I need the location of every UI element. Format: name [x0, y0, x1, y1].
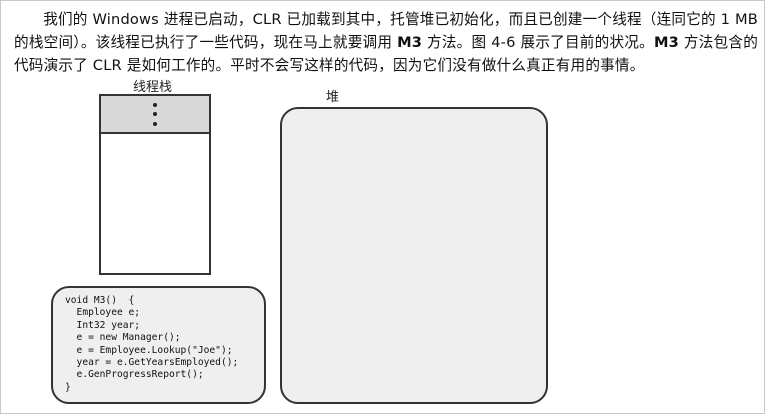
- paragraph-text-1: 我们的 Windows 进程已启动，CLR 已加载到其中，托管堆已初始化，而且已…: [14, 11, 758, 51]
- code-listing-box: void M3() { Employee e; Int32 year; e = …: [51, 286, 266, 404]
- ellipsis-dot-icon: [153, 112, 157, 116]
- code-line: Employee e;: [65, 307, 141, 319]
- code-line: }: [65, 381, 71, 393]
- heap-label: 堆: [326, 90, 340, 105]
- managed-heap-box: [280, 107, 548, 404]
- method-name-m3: M3: [397, 34, 423, 51]
- thread-stack-label: 线程栈: [133, 80, 173, 95]
- body-paragraph: 我们的 Windows 进程已启动，CLR 已加载到其中，托管堆已初始化，而且已…: [14, 8, 758, 77]
- method-name-m3-second: M3: [653, 34, 680, 51]
- thread-stack-box: [99, 94, 211, 275]
- code-line: e = new Manager();: [65, 332, 181, 344]
- stack-frame-ellipsis: [101, 96, 209, 134]
- ellipsis-dot-icon: [153, 122, 157, 126]
- code-line: e = Employee.Lookup("Joe");: [65, 344, 233, 356]
- code-line: e.GenProgressReport();: [65, 369, 204, 381]
- paragraph-text-3: 方法包含的代码演示了 CLR 是如何工作的。平时不会写这样的代码，因为它们没有做…: [14, 34, 758, 74]
- code-line: void M3() {: [65, 295, 135, 306]
- paragraph-text-2: 方法。图 4-6 展示了目前的状况。: [422, 34, 654, 51]
- ellipsis-dot-icon: [153, 103, 157, 107]
- code-line: Int32 year;: [65, 319, 141, 331]
- code-line: year = e.GetYearsEmployed();: [65, 357, 239, 369]
